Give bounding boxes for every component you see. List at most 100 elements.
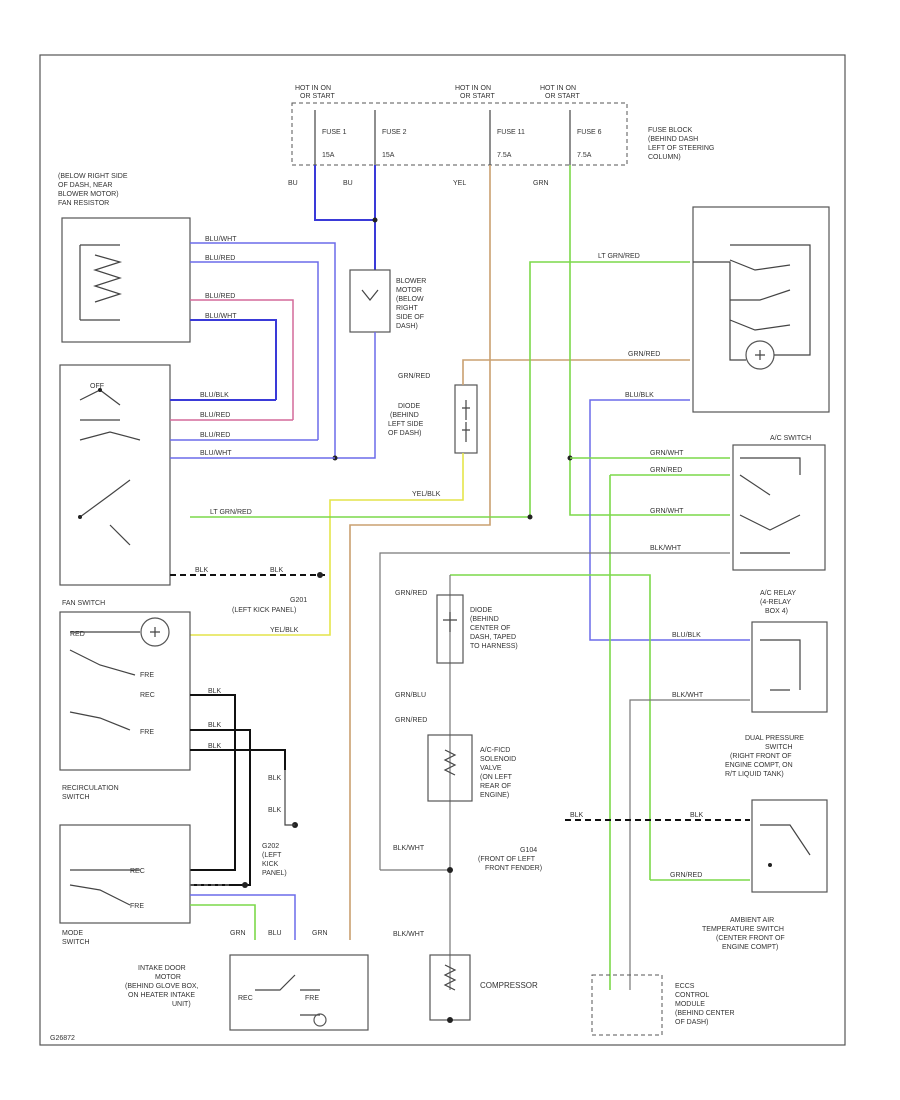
svg-text:BLU/RED: BLU/RED <box>205 293 235 300</box>
svg-text:BLK: BLK <box>208 688 222 695</box>
svg-text:YEL/BLK: YEL/BLK <box>412 491 441 498</box>
svg-text:GRN/RED: GRN/RED <box>395 590 427 597</box>
svg-text:BLU/RED: BLU/RED <box>200 432 230 439</box>
svg-text:FAN SWITCH: FAN SWITCH <box>62 600 105 607</box>
svg-text:BLU/RED: BLU/RED <box>205 255 235 262</box>
blower-motor: BLOWER MOTOR (BELOW RIGHT SIDE OF DASH) <box>349 269 426 333</box>
svg-text:MODE: MODE <box>62 930 83 937</box>
svg-text:REC: REC <box>238 995 253 1002</box>
fuse-sub-label-1: OR START <box>300 93 335 100</box>
svg-text:(LEFT: (LEFT <box>262 852 282 859</box>
svg-text:BLU/WHT: BLU/WHT <box>205 236 237 243</box>
wire-grn-red-orange <box>462 359 690 385</box>
svg-text:OFF: OFF <box>90 383 104 390</box>
ac-switch: A/C SWITCH <box>732 435 826 571</box>
svg-text:FUSE 6: FUSE 6 <box>577 129 602 136</box>
svg-text:GRN/WHT: GRN/WHT <box>650 508 684 515</box>
svg-text:GRN/RED: GRN/RED <box>670 872 702 879</box>
svg-text:GRN/RED: GRN/RED <box>650 467 682 474</box>
diagram-frame <box>39 54 846 1046</box>
svg-text:FUSE 2: FUSE 2 <box>382 129 407 136</box>
svg-text:BLK: BLK <box>570 812 584 819</box>
wire-recirc-1 <box>190 694 236 871</box>
svg-text:BLOWER: BLOWER <box>396 278 426 285</box>
svg-text:FRONT FENDER): FRONT FENDER) <box>485 865 542 872</box>
svg-text:A/C-FICD: A/C-FICD <box>480 747 510 754</box>
svg-text:SOLENOID: SOLENOID <box>480 756 516 763</box>
svg-text:BLK: BLK <box>268 807 282 814</box>
svg-text:GRN: GRN <box>230 930 246 937</box>
svg-text:(CENTER FRONT OF: (CENTER FRONT OF <box>716 935 785 942</box>
svg-text:TO HARNESS): TO HARNESS) <box>470 643 518 650</box>
svg-text:BOX 4): BOX 4) <box>765 608 788 615</box>
svg-text:MODULE: MODULE <box>675 1001 705 1008</box>
svg-text:G201: G201 <box>290 597 307 604</box>
svg-text:ENGINE): ENGINE) <box>480 792 509 799</box>
svg-text:RIGHT: RIGHT <box>396 305 419 312</box>
svg-text:15A: 15A <box>382 152 395 159</box>
svg-text:7.5A: 7.5A <box>497 152 512 159</box>
diode-behind-left-dash: GRN/RED DIODE (BEHIND LEFT SIDE OF DASH) <box>388 373 478 454</box>
fuse-1: FUSE 1 15A <box>314 110 347 165</box>
svg-text:MOTOR: MOTOR <box>396 287 422 294</box>
svg-text:GRN/BLU: GRN/BLU <box>395 692 426 699</box>
wire-grn-center <box>450 574 651 880</box>
svg-text:BLU/WHT: BLU/WHT <box>205 313 237 320</box>
svg-text:PANEL): PANEL) <box>262 870 287 877</box>
svg-text:A/C SWITCH: A/C SWITCH <box>770 435 811 442</box>
svg-text:GRN: GRN <box>312 930 328 937</box>
svg-text:KICK: KICK <box>262 861 279 868</box>
svg-text:YEL/BLK: YEL/BLK <box>270 627 299 634</box>
svg-text:SWITCH: SWITCH <box>62 794 90 801</box>
svg-text:REC: REC <box>130 868 145 875</box>
svg-text:FRE: FRE <box>130 903 144 910</box>
svg-text:REAR OF: REAR OF <box>480 783 511 790</box>
svg-text:SIDE OF: SIDE OF <box>396 314 424 321</box>
wire-recirc-3 <box>190 749 286 770</box>
svg-text:FRE: FRE <box>140 672 154 679</box>
svg-text:LEFT OF STEERING: LEFT OF STEERING <box>648 145 714 152</box>
svg-text:(BEHIND: (BEHIND <box>470 616 499 623</box>
svg-text:7.5A: 7.5A <box>577 152 592 159</box>
svg-text:G104: G104 <box>520 847 537 854</box>
svg-text:(BELOW RIGHT SIDE: (BELOW RIGHT SIDE <box>58 173 128 180</box>
svg-text:BLK: BLK <box>270 567 284 574</box>
svg-text:SWITCH: SWITCH <box>765 744 793 751</box>
svg-text:TEMPERATURE SWITCH: TEMPERATURE SWITCH <box>702 926 784 933</box>
svg-text:DIODE: DIODE <box>398 403 421 410</box>
wire-blu-red <box>190 261 319 440</box>
fuse-hot-label-1: HOT IN ON <box>295 85 331 92</box>
svg-text:BU: BU <box>288 180 298 187</box>
fuse-hot-label-2: HOT IN ON <box>455 85 491 92</box>
compressor: COMPRESSOR <box>429 954 538 1023</box>
svg-text:ENGINE COMPT, ON: ENGINE COMPT, ON <box>725 762 793 769</box>
svg-text:BLK/WHT: BLK/WHT <box>650 545 682 552</box>
svg-text:ENGINE COMPT): ENGINE COMPT) <box>722 944 778 951</box>
svg-text:YEL: YEL <box>453 180 466 187</box>
svg-text:DASH): DASH) <box>396 323 418 330</box>
mode-switch: REC FRE MODE SWITCH <box>59 824 191 946</box>
wire-fuse6-green <box>569 165 730 516</box>
svg-text:BLK/WHT: BLK/WHT <box>393 845 425 852</box>
svg-text:CENTER OF: CENTER OF <box>470 625 510 632</box>
wire-lt-grn-red <box>529 261 690 515</box>
svg-text:BU: BU <box>343 180 353 187</box>
wire-red-1 <box>190 299 294 420</box>
svg-text:R/T LIQUID TANK): R/T LIQUID TANK) <box>725 771 784 778</box>
ambient-temp-switch-label: AMBIENT AIR TEMPERATURE SWITCH (CENTER F… <box>702 917 785 951</box>
ac-relay: A/C RELAY (4-RELAY BOX 4) <box>751 590 828 713</box>
svg-text:BLU/BLK: BLU/BLK <box>672 632 701 639</box>
svg-text:DIODE: DIODE <box>470 607 493 614</box>
svg-text:BLU/BLK: BLU/BLK <box>625 392 654 399</box>
svg-text:OF DASH): OF DASH) <box>675 1019 708 1026</box>
blower-relay-box <box>692 206 830 413</box>
svg-text:BLK: BLK <box>208 743 222 750</box>
svg-text:(RIGHT FRONT OF: (RIGHT FRONT OF <box>730 753 792 760</box>
ground-g104: BLK/WHT G104 (FRONT OF LEFT FRONT FENDER… <box>393 845 542 872</box>
fan-resistor: (BELOW RIGHT SIDE OF DASH, NEAR BLOWER M… <box>58 173 191 343</box>
svg-text:REC: REC <box>140 692 155 699</box>
svg-text:BLK: BLK <box>208 722 222 729</box>
diode-center-dash: GRN/RED DIODE (BEHIND CENTER OF DASH, TA… <box>395 574 651 990</box>
wire-mode-grn <box>190 904 256 940</box>
svg-text:(BEHIND: (BEHIND <box>390 412 419 419</box>
